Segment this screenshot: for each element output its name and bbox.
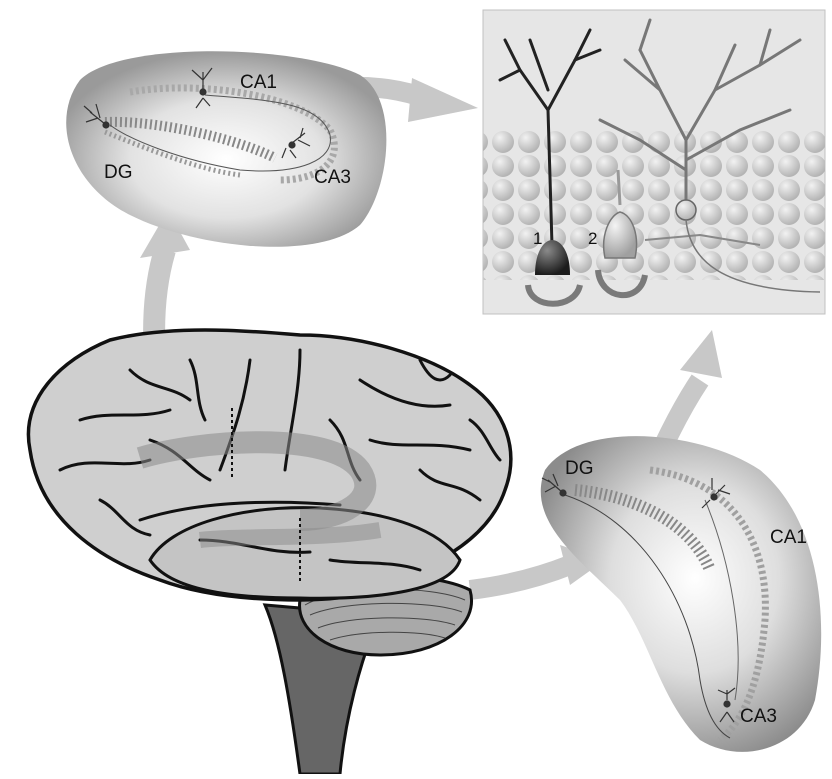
top-ca1-label: CA1 — [240, 72, 277, 93]
brain — [28, 330, 510, 774]
bottom-hippocampus: DG CA1 CA3 — [541, 436, 821, 752]
neuron-panel: 1 2 — [483, 10, 825, 314]
top-hippocampus: CA1 DG CA3 — [66, 51, 386, 247]
bottom-ca1-label: CA1 — [770, 527, 807, 548]
neuron-1-label: 1 — [533, 229, 542, 248]
top-dg-label: DG — [104, 162, 133, 183]
bottom-ca3-label: CA3 — [740, 706, 777, 727]
top-ca3-label: CA3 — [314, 167, 351, 188]
neuron-2-label: 2 — [588, 229, 597, 248]
bottom-dg-label: DG — [565, 458, 594, 479]
